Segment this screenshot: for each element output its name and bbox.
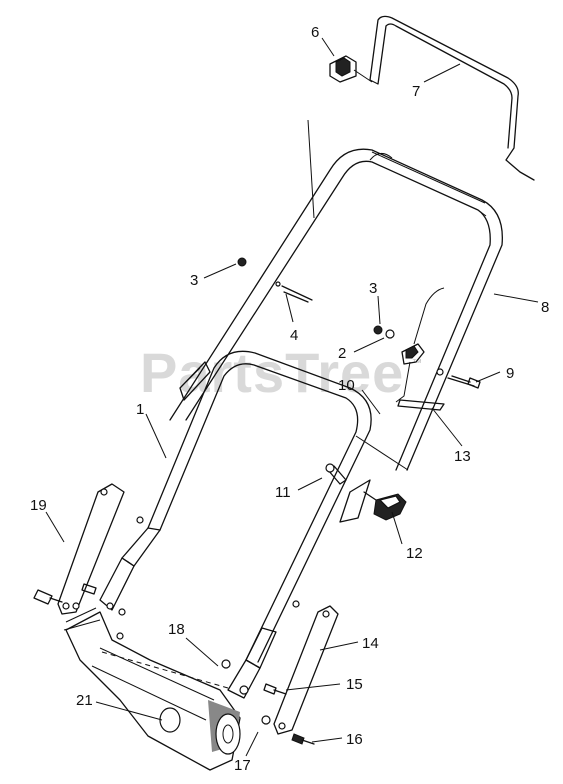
right-bracket[interactable]	[273, 605, 339, 735]
upper-handle[interactable]	[169, 148, 503, 471]
cable-switch[interactable]	[395, 287, 445, 411]
control-bail[interactable]	[369, 15, 535, 181]
callout-4: 4	[290, 327, 298, 344]
bolt-9[interactable]	[447, 375, 481, 389]
callout-16: 16	[346, 731, 363, 748]
callout-8: 8	[541, 299, 549, 316]
callout-18: 18	[168, 621, 185, 638]
callout-19: 19	[30, 497, 47, 514]
callout-1: 1	[136, 401, 144, 418]
callout-10: 10	[338, 377, 355, 394]
cable-guide-line	[307, 119, 315, 219]
watermark-trademark: ™	[412, 358, 422, 369]
clip[interactable]	[275, 281, 313, 303]
callout-17: 17	[234, 757, 251, 774]
right-bolts[interactable]	[221, 600, 315, 745]
cable-loop[interactable]	[159, 707, 181, 733]
left-bolts[interactable]	[33, 516, 144, 640]
lower-handle[interactable]	[99, 350, 409, 699]
left-bracket[interactable]	[57, 483, 125, 615]
callout-7: 7	[412, 83, 420, 100]
callout-3-upper: 3	[190, 272, 198, 289]
callout-12: 12	[406, 545, 423, 562]
callout-11: 11	[275, 484, 291, 501]
bolt-11[interactable]	[325, 463, 347, 485]
knob[interactable]	[363, 491, 407, 521]
callout-13: 13	[454, 448, 471, 465]
nuts[interactable]	[237, 257, 444, 376]
callout-21: 21	[76, 692, 93, 709]
control-bracket[interactable]	[329, 55, 373, 83]
callout-6: 6	[311, 24, 319, 41]
callout-3-lower: 3	[369, 280, 377, 297]
callout-2: 2	[338, 345, 346, 362]
watermark-text: PartsTree	[140, 341, 404, 404]
callout-15: 15	[346, 676, 363, 693]
callouts: 6 7 3 4 3 2 8 9 10 1 13 11 12 19 14 18 1…	[30, 24, 549, 774]
mower-deck	[63, 607, 241, 771]
callout-14: 14	[362, 635, 379, 652]
leader-lines	[45, 37, 539, 757]
callout-9: 9	[506, 365, 514, 382]
